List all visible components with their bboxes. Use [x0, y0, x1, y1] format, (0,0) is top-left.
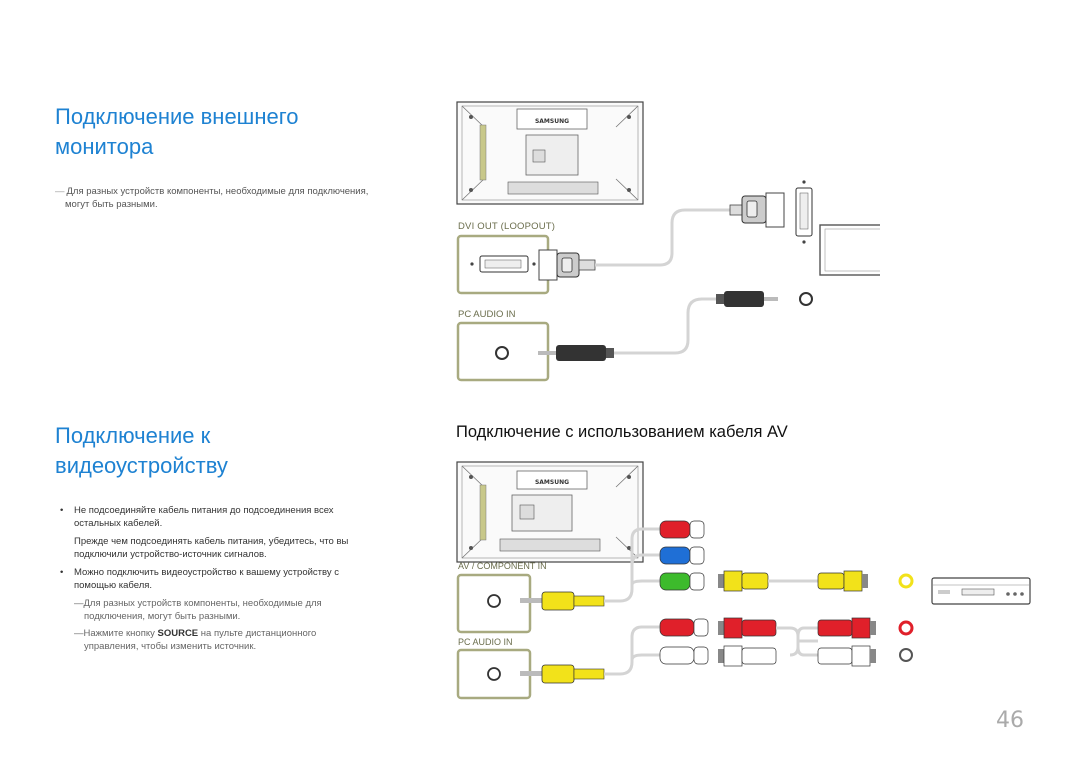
- audio-cable-white: [630, 653, 660, 661]
- dvi-plug-left: [538, 249, 596, 281]
- section2-title-line2: видеоустройству: [55, 453, 228, 478]
- pc-audio-jack-icon-bottom: [487, 667, 501, 681]
- display-back-panel: SAMSUNG: [456, 101, 644, 205]
- audio-jack-icon: [495, 346, 509, 360]
- av-port-box: [456, 573, 532, 634]
- display-back-panel-av: SAMSUNG: [456, 461, 644, 563]
- section2-title: Подключение к видеоустройству: [55, 421, 415, 481]
- page-number: 46: [996, 708, 1024, 733]
- yellow-plug-av-port: [520, 591, 605, 611]
- monitor-audio-jack-icon: [799, 292, 813, 306]
- dvi-plug-right: [729, 192, 785, 228]
- audio-plug-right: [716, 291, 778, 307]
- bullet-dot: •: [60, 505, 64, 516]
- pc-audio-in-label-top: PC AUDIO IN: [458, 309, 516, 320]
- green-component-plug: [659, 572, 705, 591]
- section2-note2: ―Нажмите кнопку SOURCE на пульте дистанц…: [55, 627, 435, 653]
- section1-title-line2: монитора: [55, 134, 154, 159]
- audio-cable-red: [604, 625, 660, 676]
- red-component-plug: [659, 520, 705, 539]
- note-dash: ―: [55, 186, 65, 197]
- component-cable-blue: [630, 553, 660, 566]
- yellow-video-plug-right: [817, 570, 868, 592]
- bullet1-subtext: Прежде чем подсоединять кабель питания, …: [55, 535, 435, 561]
- section2-note1-line1: Для разных устройств компоненты, необход…: [83, 598, 322, 609]
- external-monitor-diagram: SAMSUNG DVI OUT (LOOPOUT) PC AUDIO IN: [456, 101, 880, 382]
- pc-audio-in-label-bottom: PC AUDIO IN: [458, 637, 513, 647]
- section1-title: Подключение внешнего монитора: [55, 102, 415, 162]
- blue-component-plug: [659, 546, 705, 565]
- yellow-jack-icon: [898, 573, 914, 589]
- bullet1-line2: остальных кабелей.: [74, 518, 163, 529]
- av-jack-icon: [487, 594, 501, 608]
- dvi-cable: [595, 208, 740, 267]
- bullet-list: • Не подсоединяйте кабель питания до под…: [55, 504, 435, 530]
- av-heading: Подключение с использованием кабеля AV: [456, 423, 788, 442]
- audio-stereo-cable: [776, 626, 818, 657]
- section2-note1: ―Для разных устройств компоненты, необхо…: [55, 597, 435, 623]
- yellow-video-plug-left: [718, 570, 769, 592]
- dvi-port-icon: [470, 255, 536, 273]
- section1-note-line2: могут быть разными.: [65, 199, 158, 210]
- section1-note: ―Для разных устройств компоненты, необхо…: [55, 185, 435, 211]
- display-brand-label-av: SAMSUNG: [535, 479, 569, 486]
- component-cable-green: [630, 579, 660, 586]
- section2-note2-line2: управления, чтобы изменить источник.: [84, 641, 257, 652]
- note-dash: ―: [74, 598, 84, 609]
- section2-note2-post: на пульте дистанционного: [200, 628, 317, 639]
- external-monitor-icon: [819, 224, 880, 276]
- bullet1-sub-line2: подключили устройство-источник сигналов.: [74, 549, 267, 560]
- source-keyword: SOURCE: [157, 628, 199, 639]
- white-audio-plug-left: [659, 646, 709, 665]
- bullet1-sub-line1: Прежде чем подсоединять кабель питания, …: [74, 536, 349, 547]
- white-audio-plug-mid-right: [817, 645, 876, 667]
- section1-title-line1: Подключение внешнего: [55, 104, 299, 129]
- section2-title-line1: Подключение к: [55, 423, 211, 448]
- white-jack-icon: [899, 648, 913, 662]
- av-component-in-label: AV / COMPONENT IN: [458, 561, 547, 571]
- bullet2-line1: Можно подключить видеоустройство к вашем…: [74, 567, 339, 578]
- red-audio-plug-mid-left: [718, 617, 777, 639]
- section2-body: • Не подсоединяйте кабель питания до под…: [55, 504, 435, 657]
- yellow-plug-audio-port: [520, 664, 605, 684]
- monitor-dvi-port-icon: [795, 180, 813, 244]
- bullet1-line1: Не подсоединяйте кабель питания до подсо…: [74, 505, 334, 516]
- audio-plug-left: [538, 345, 614, 361]
- bullet-list-2: • Можно подключить видеоустройство к ваш…: [55, 566, 435, 592]
- bullet2-line2: помощью кабеля.: [74, 580, 153, 591]
- dvi-out-label: DVI OUT (LOOPOUT): [458, 221, 555, 232]
- white-audio-plug-mid-left: [718, 645, 777, 667]
- note-dash: ―: [74, 628, 84, 639]
- red-audio-plug-mid-right: [817, 617, 876, 639]
- section1-note-line1: Для разных устройств компоненты, необход…: [66, 186, 369, 197]
- red-jack-icon: [898, 620, 914, 636]
- red-audio-plug-left: [659, 618, 709, 637]
- section2-note2-pre: Нажмите кнопку: [83, 628, 155, 639]
- bullet-dot: •: [60, 567, 64, 578]
- audio-cable: [614, 297, 720, 355]
- display-brand-label: SAMSUNG: [535, 118, 569, 125]
- bullet-item-1: • Не подсоединяйте кабель питания до под…: [55, 504, 435, 530]
- bullet-item-2: • Можно подключить видеоустройство к ваш…: [55, 566, 435, 592]
- section2-note1-line2: подключения, могут быть разными.: [84, 611, 241, 622]
- av-cable-diagram: SAMSUNG AV / COMPONENT IN PC AUDIO IN: [456, 461, 1031, 700]
- video-player-device-icon: [931, 577, 1031, 605]
- av-heading-text: Подключение с использованием кабеля AV: [456, 423, 788, 441]
